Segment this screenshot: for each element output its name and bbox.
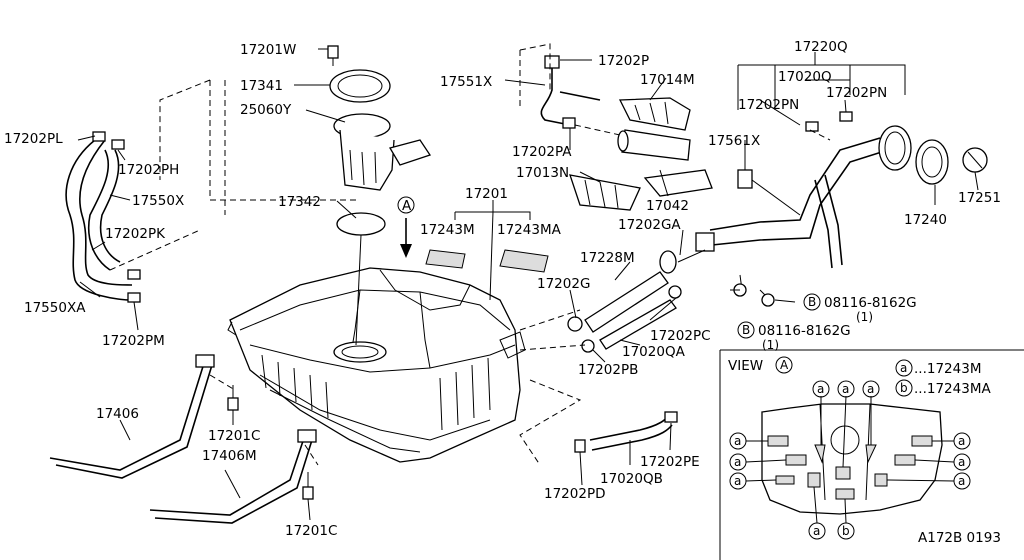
label-17201C-b: 17201C [285,523,337,539]
label-17020Q: 17020Q [778,69,832,85]
label-17406M: 17406M [202,448,257,464]
pump-module-parts [519,43,713,211]
label-17202PE: 17202PE [640,454,700,470]
fuel-tank [227,267,526,463]
inset-marker-a: a [958,434,965,448]
label-17020QA: 17020QA [622,344,686,360]
gasket-ellipse [336,212,386,236]
view-title: VIEW [728,358,763,374]
bolt1-letter: B [808,295,816,309]
view-circle-a [775,356,793,374]
label-17202PN-a: 17202PN [738,97,799,113]
label-17202GA: 17202GA [618,217,681,233]
lower-hose [574,411,678,453]
inset-marker-a: a [734,474,741,488]
inset-marker-a: a [867,382,874,396]
legend-b-letter: b [900,381,908,395]
bolt2-qty: (1) [762,338,779,352]
label-17020QB: 17020QB [600,471,663,487]
inset-marker-a: a [734,434,741,448]
inset-marker-a: a [813,524,820,538]
vent-hoses [65,131,201,303]
inset-marker-b: b [842,524,850,538]
bolt2-number: 08116-8162G [758,323,851,339]
label-17561X: 17561X [708,133,760,149]
label-17202PC: 17202PC [650,328,711,344]
label-17202PN-b: 17202PN [826,85,887,101]
label-17240: 17240 [904,212,947,228]
legend-circle-b [895,379,913,397]
bolt1-qty: (1) [856,310,873,324]
label-25060Y: 25060Y [240,102,292,118]
middle-hoses [519,249,775,466]
inset-marker-a: a [842,382,849,396]
bolt-b-circle-1 [803,293,821,311]
view-a-inset [719,349,1024,560]
legend-a-letter: a [900,361,907,375]
bolt2-letter: B [742,323,750,337]
label-17202PD: 17202PD [544,486,605,502]
label-17243M: 17243M [420,222,475,238]
label-17550X: 17550X [132,193,184,209]
label-17201: 17201 [465,186,508,202]
part-labels: 17201W 17341 25060Y 17202PL 17202PH 1755… [4,39,1001,546]
label-17342: 17342 [278,194,321,210]
label-17202PL: 17202PL [4,131,63,147]
label-17202G: 17202G [537,276,590,292]
label-17014M: 17014M [640,72,695,88]
view-a-labels: VIEW A a ...17243M b ...17243MA a a a a … [728,358,991,538]
label-17220Q: 17220Q [794,39,848,55]
label-17551X: 17551X [440,74,492,90]
label-17202PM: 17202PM [102,333,165,349]
pad-17243MA [499,249,549,273]
label-arrow-a: A [402,198,412,214]
pump-unit [327,45,432,191]
label-17202PK: 17202PK [105,226,166,242]
label-17228M: 17228M [580,250,635,266]
label-17550XA: 17550XA [24,300,86,316]
legend-a-text: ...17243M [914,361,981,377]
inset-pads [767,435,933,500]
label-17201C-a: 17201C [208,428,260,444]
label-17201W: 17201W [240,42,296,58]
label-17202PB: 17202PB [578,362,638,378]
inset-marker-circles [729,380,971,540]
legend-b-text: ...17243MA [914,381,991,397]
bolt-b-circle-2 [737,321,755,339]
label-17341: 17341 [240,78,283,94]
view-circle-letter: A [780,358,789,372]
label-17202P: 17202P [598,53,649,69]
leader-lines [77,48,979,521]
inset-marker-a: a [817,382,824,396]
inset-marker-a: a [734,455,741,469]
label-17251: 17251 [958,190,1001,206]
view-arrow-a [397,196,415,258]
legend-circle-a [895,359,913,377]
label-17243MA: 17243MA [497,222,562,238]
label-17406: 17406 [96,406,139,422]
label-17013N: 17013N [516,165,569,181]
tank-straps [49,354,319,524]
inset-leaders [745,395,955,524]
diagram-code: A172B 0193 [918,530,1001,546]
label-17042: 17042 [646,198,689,214]
inset-marker-a: a [958,455,965,469]
label-17202PH: 17202PH [118,162,179,178]
label-17202PA: 17202PA [512,144,572,160]
inset-marker-a: a [958,474,965,488]
bolt-17201C-a [227,385,239,411]
bolt-17201C-b [302,472,314,500]
bolt1-number: 08116-8162G [824,295,917,311]
pad-17243M [425,249,466,269]
